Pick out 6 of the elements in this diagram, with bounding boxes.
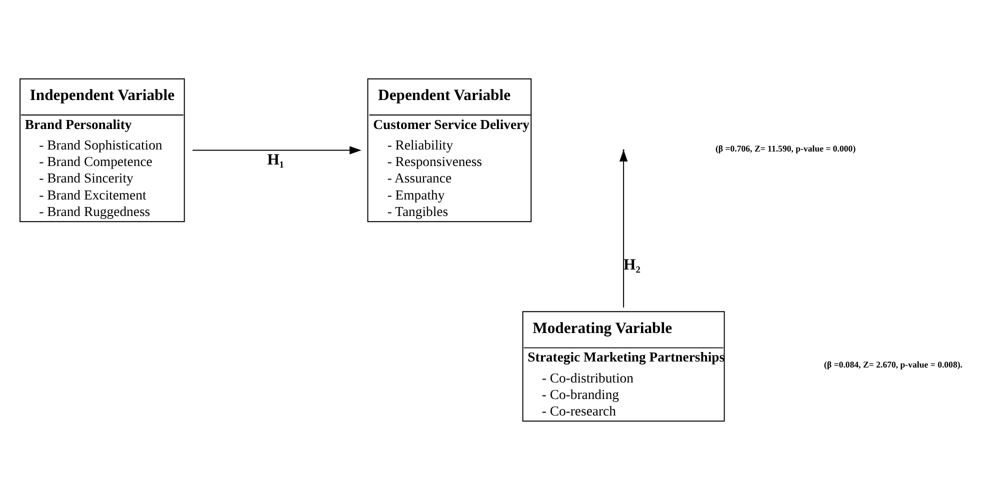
edge-label: H₁	[267, 152, 284, 169]
arrow	[192, 146, 362, 154]
arrow	[619, 150, 628, 308]
label: (β =0.706, Z= 11.590, p-value = 0.000)	[715, 143, 856, 154]
label: (β =0.084, Z= 2.670, p-value = 0.008).	[824, 360, 963, 370]
edge-label: H₂	[624, 256, 640, 274]
